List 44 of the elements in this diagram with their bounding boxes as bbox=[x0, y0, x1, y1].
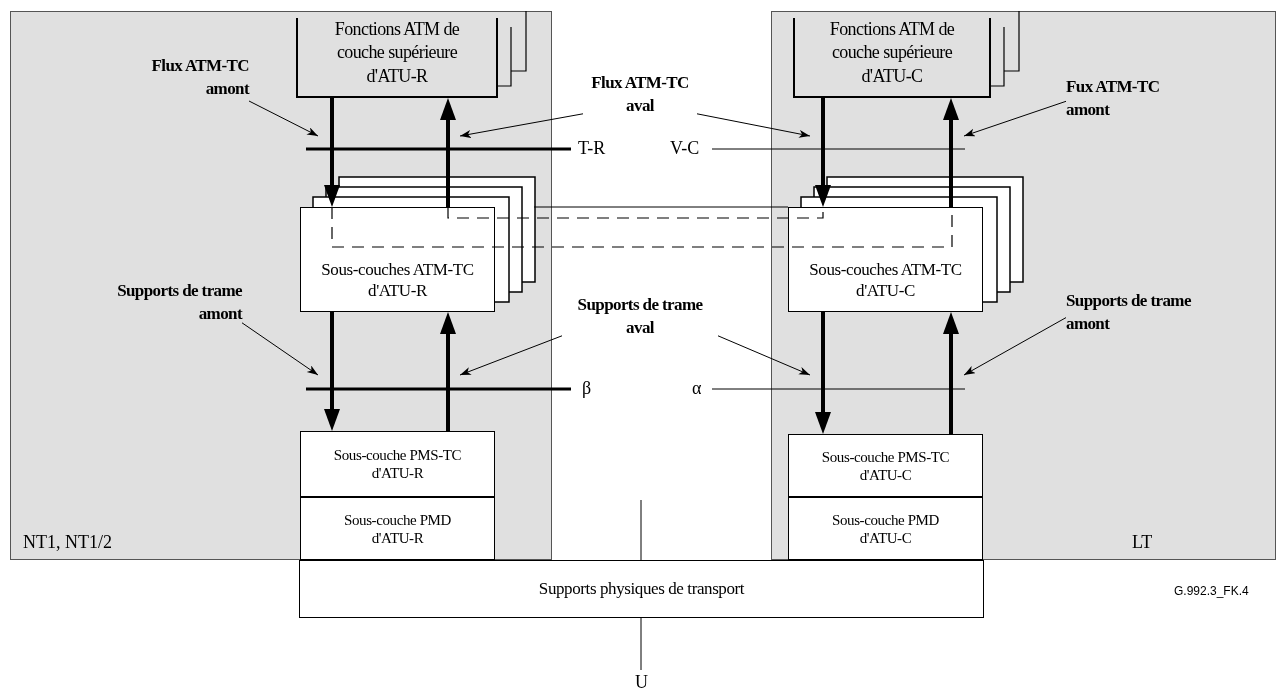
leader-line bbox=[241, 322, 319, 376]
leader-line bbox=[963, 317, 1067, 376]
figure-id: G.992.3_FK.4 bbox=[1174, 584, 1249, 598]
reference-point-label: β bbox=[582, 378, 592, 399]
equipment-panel bbox=[771, 11, 1276, 560]
leader-line bbox=[248, 100, 319, 137]
leader-line bbox=[459, 113, 584, 138]
flow-label: Supports de trame aval bbox=[562, 294, 718, 338]
reference-point-label: T-R bbox=[578, 138, 606, 159]
flow-label: Supports de trame amont bbox=[86, 280, 242, 326]
panel-label: LT bbox=[1132, 532, 1153, 553]
arrow bbox=[815, 98, 831, 207]
equipment-panel bbox=[10, 11, 552, 560]
function-box: Fonctions ATM de couche supérieure d'ATU-C bbox=[793, 18, 991, 98]
transport-box: Supports physiques de transport bbox=[299, 560, 984, 618]
arrow bbox=[943, 312, 959, 434]
leader-line bbox=[963, 100, 1067, 137]
arrow bbox=[324, 98, 340, 207]
dashed-connector bbox=[331, 206, 953, 248]
reference-point-label: U bbox=[635, 672, 648, 693]
dashed-connector bbox=[447, 206, 824, 219]
layer-box: Sous-couches ATM-TC d'ATU-C bbox=[788, 207, 983, 312]
reference-point-label: V-C bbox=[670, 138, 700, 159]
layer-box: Sous-couche PMS-TC d'ATU-R bbox=[300, 431, 495, 497]
leader-line bbox=[696, 113, 811, 138]
function-box: Fonctions ATM de couche supérieure d'ATU-R bbox=[296, 18, 498, 98]
arrow bbox=[815, 312, 831, 434]
panel-label: NT1, NT1/2 bbox=[23, 532, 112, 553]
leader-line bbox=[459, 335, 563, 376]
arrow bbox=[324, 312, 340, 431]
layer-box: Sous-couche PMD d'ATU-C bbox=[788, 497, 983, 560]
layer-box: Sous-couche PMS-TC d'ATU-C bbox=[788, 434, 983, 497]
flow-label: Flux ATM-TC aval bbox=[583, 72, 697, 116]
arrow bbox=[943, 98, 959, 207]
connector-line bbox=[533, 206, 789, 208]
layer-box: Sous-couches ATM-TC d'ATU-R bbox=[300, 207, 495, 312]
flow-label: Flux ATM-TC amont bbox=[124, 55, 249, 101]
leader-line bbox=[717, 335, 811, 376]
layer-box: Sous-couche PMD d'ATU-R bbox=[300, 497, 495, 560]
arrow bbox=[440, 312, 456, 431]
reference-point-label: α bbox=[692, 378, 702, 399]
flow-label: Fux ATM-TC amont bbox=[1066, 76, 1196, 122]
flow-label: Supports de trame amont bbox=[1066, 290, 1236, 336]
arrow bbox=[440, 98, 456, 207]
